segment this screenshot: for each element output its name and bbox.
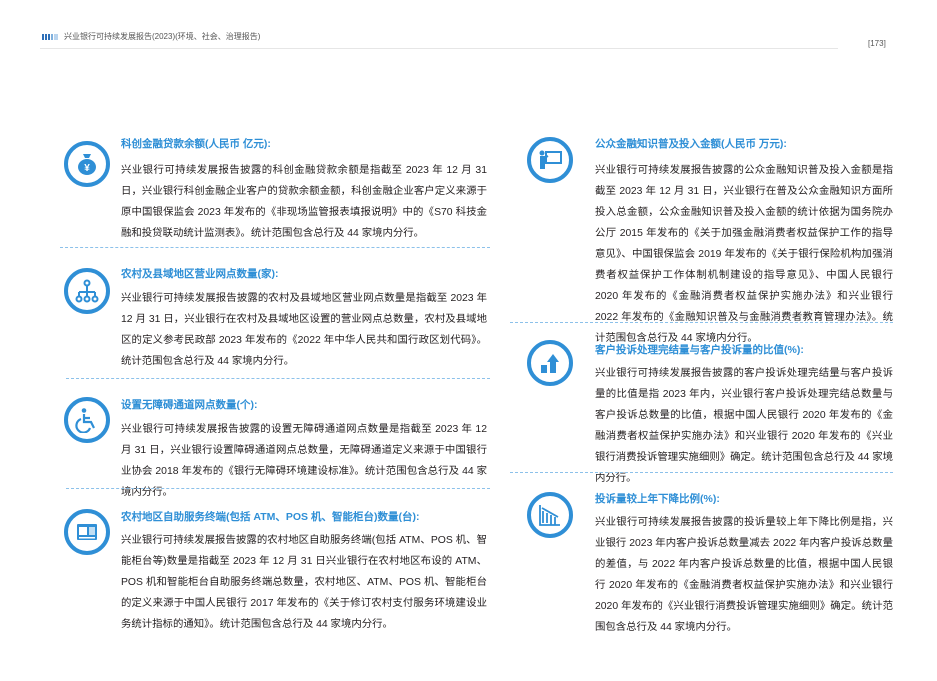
section-divider [66,378,490,379]
section-body: 兴业银行可持续发展报告披露的公众金融知识普及投入金额是指截至 2023 年 12… [595,165,893,344]
presentation-teacher-icon [527,137,573,183]
section-body: 兴业银行可持续发展报告披露的农村地区自助服务终端(包括 ATM、POS 机、智能… [121,535,487,630]
money-bag-yuan-icon: ¥ [64,141,110,187]
page-number: [173] [868,39,886,48]
network-tree-icon [64,268,110,314]
svg-text:¥: ¥ [84,163,90,174]
section-body: 兴业银行可持续发展报告披露的投诉量较上年下降比例是指，兴业银行 2023 年内客… [595,517,893,633]
atm-terminal-icon [64,509,110,555]
wheelchair-icon [64,397,110,443]
section-title: 公众金融知识普及投入金额(人民币 万元): [595,138,787,150]
section-title: 设置无障碍通道网点数量(个): [121,399,258,411]
section-divider [60,247,490,248]
section-divider [510,472,893,473]
bar-arrow-up-icon [527,340,573,386]
header-divider [40,48,838,49]
section-title: 农村及县域地区营业网点数量(家): [121,268,279,280]
header-logo-bars [42,34,58,40]
section-title: 客户投诉处理完结量与客户投诉量的比值(%): [595,344,804,356]
section-title: 农村地区自助服务终端(包括 ATM、POS 机、智能柜台)数量(台): [121,511,420,523]
section-body: 兴业银行可持续发展报告披露的客户投诉处理完结量与客户投诉量的比值是指 2023 … [595,368,893,484]
section-divider [66,488,490,489]
header-title: 兴业银行可持续发展报告(2023)(环境、社会、治理报告) [64,32,261,41]
bar-decline-icon [527,492,573,538]
section-body: 兴业银行可持续发展报告披露的设置无障碍通道网点数量是指截至 2023 年 12 … [121,424,487,498]
section-divider [510,322,893,323]
section-body: 兴业银行可持续发展报告披露的农村及县域地区营业网点数量是指截至 2023 年 1… [121,293,487,367]
section-title: 投诉量较上年下降比例(%): [595,493,720,505]
section-title: 科创金融贷款余额(人民币 亿元): [121,138,271,150]
section-body: 兴业银行可持续发展报告披露的科创金融贷款余额是指截至 2023 年 12 月 3… [121,165,487,239]
